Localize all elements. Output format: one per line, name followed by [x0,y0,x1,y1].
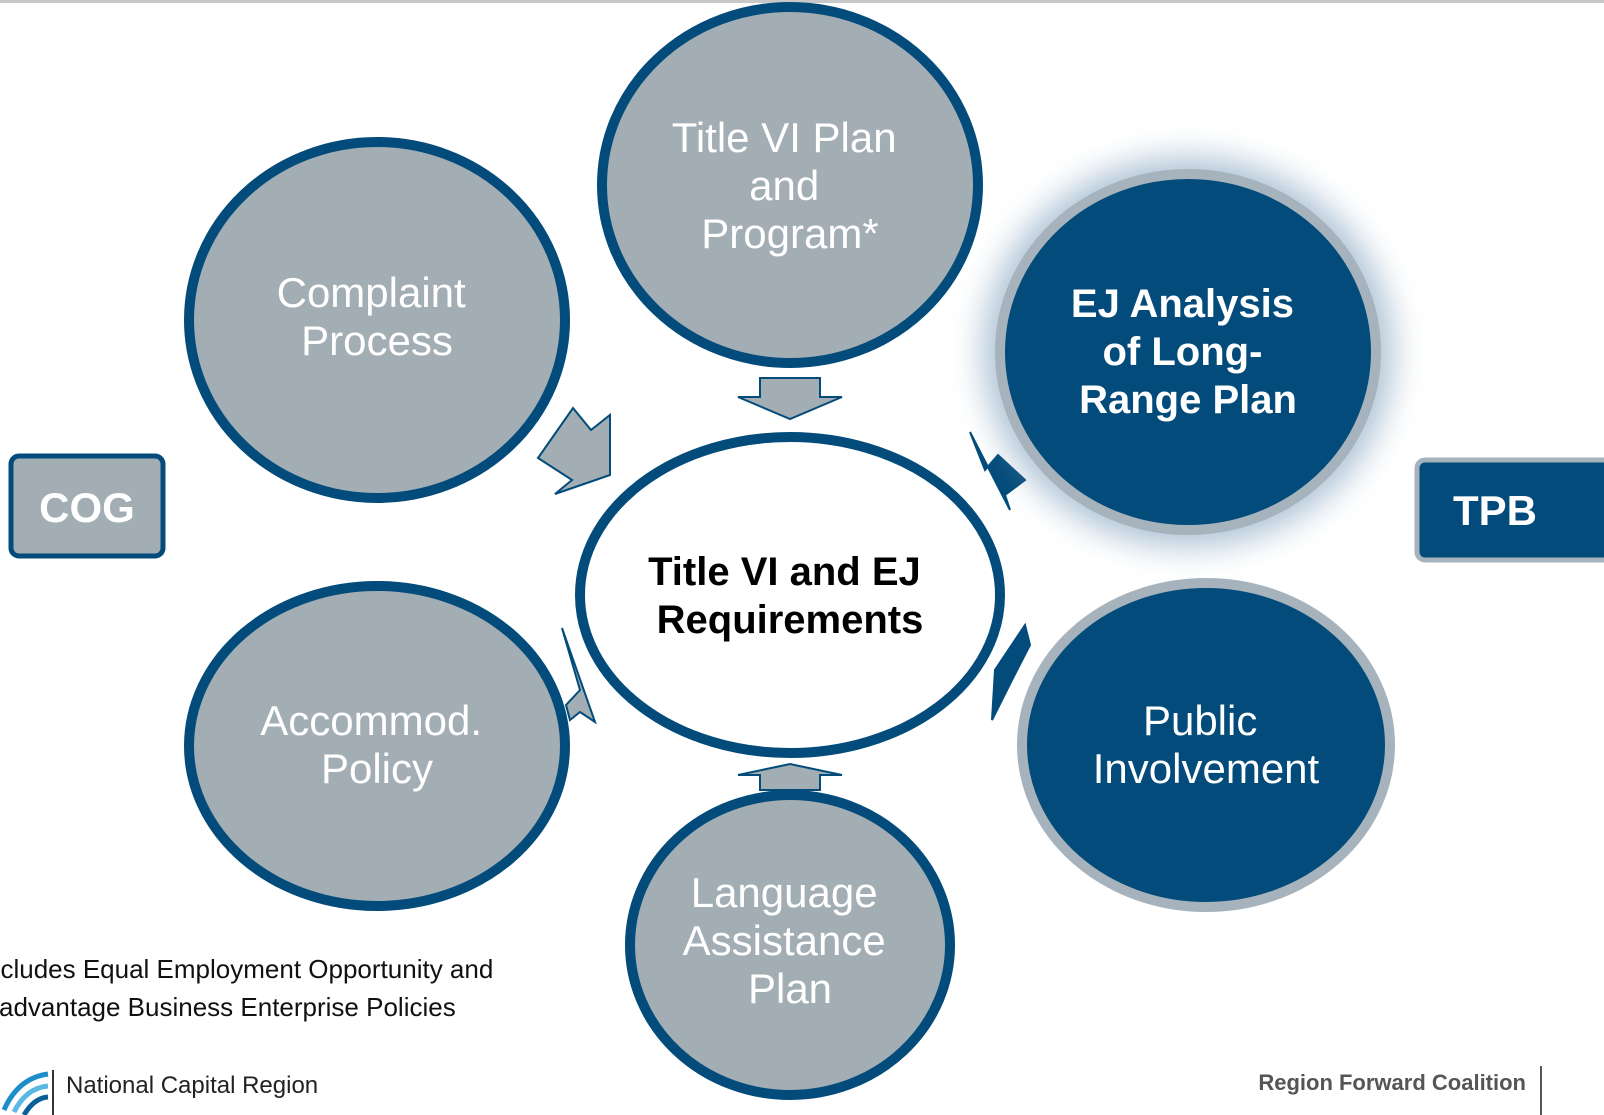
arrow-from-title-vi-plan [737,377,843,421]
node-public-involvement: Public Involvement [1017,578,1395,912]
node-language-assistance: Language Assistance Plan [625,790,955,1100]
node-ej-analysis: EJ Analysis of Long- Range Plan [983,157,1393,547]
svg-text:Accommod. Policy: Accommod. Policy [260,697,493,792]
footer-right-divider [1540,1066,1542,1115]
brand-name: National Capital Region [66,1072,319,1099]
cog-label: COG [39,484,135,531]
cog-label-box: COG [8,453,166,559]
svg-text:EJ Analysis of Long-: EJ Analysis of Long- Range Plan [1071,282,1305,422]
node-complaint-process: Complaint Process [184,137,570,503]
complaint-process-line-2: Process [301,317,453,364]
brand-logo-icon [1,1071,49,1115]
complaint-process-line-1: Complaint [277,269,466,316]
arrow-from-complaint-process [536,406,611,495]
svg-text:Language Assistance: Language Assistance Plan [683,869,898,1012]
arrow-from-public-involvement [991,622,1032,721]
svg-text:Title VI and EJ Requirem: Title VI and EJ Requirements [648,550,932,642]
footnote-line-2: sadvantage Business Enterprise Policies [0,992,456,1022]
center-line-2: Requirements [657,598,924,642]
svg-text:Title VI Plan and: Title VI Plan and Program* [672,114,909,257]
center-line-1: Title VI and EJ [648,550,921,594]
node-center-requirements: Title VI and EJ Requirements [575,432,1005,758]
node-title-vi-plan: Title VI Plan and Program* [597,2,983,368]
footer-right-text: Region Forward Coalition [1258,1070,1526,1095]
footer-brand: National Capital Region [0,1060,420,1115]
arrow-from-language-assistance [737,762,843,791]
node-accommod-policy: Accommod. Policy [184,581,570,911]
brand-divider [52,1070,54,1115]
footnote: ncludes Equal Employment Opportunity and… [0,950,600,1026]
ej-analysis-line-1: EJ Analysis [1071,282,1294,326]
arrow-from-accommod-policy [561,627,597,725]
accommod-policy-line-1: Accommod. [260,697,482,744]
public-involvement-line-2: Involvement [1093,745,1320,792]
tpb-label: TPB [1453,487,1537,534]
ej-analysis-line-3: Range Plan [1079,378,1297,422]
title-vi-plan-line-2: and [749,162,819,209]
top-rule [0,0,1604,3]
footnote-line-1: ncludes Equal Employment Opportunity and [0,954,494,984]
language-assistance-line-3: Plan [748,965,832,1012]
ej-analysis-line-2: of Long- [1102,330,1262,374]
language-assistance-line-2: Assistance [683,917,886,964]
svg-text:Public Involvement: Public Involvement [1093,697,1320,792]
public-involvement-line-1: Public [1143,697,1257,744]
language-assistance-line-1: Language [691,869,878,916]
tpb-label-box: TPB [1414,457,1604,563]
arrow-from-ej-analysis [969,431,1027,511]
title-vi-plan-line-1: Title VI Plan [672,114,897,161]
accommod-policy-line-2: Policy [321,745,433,792]
svg-text:Complaint Process: Complaint Process [277,269,478,364]
title-vi-plan-line-3: Program* [701,210,878,257]
